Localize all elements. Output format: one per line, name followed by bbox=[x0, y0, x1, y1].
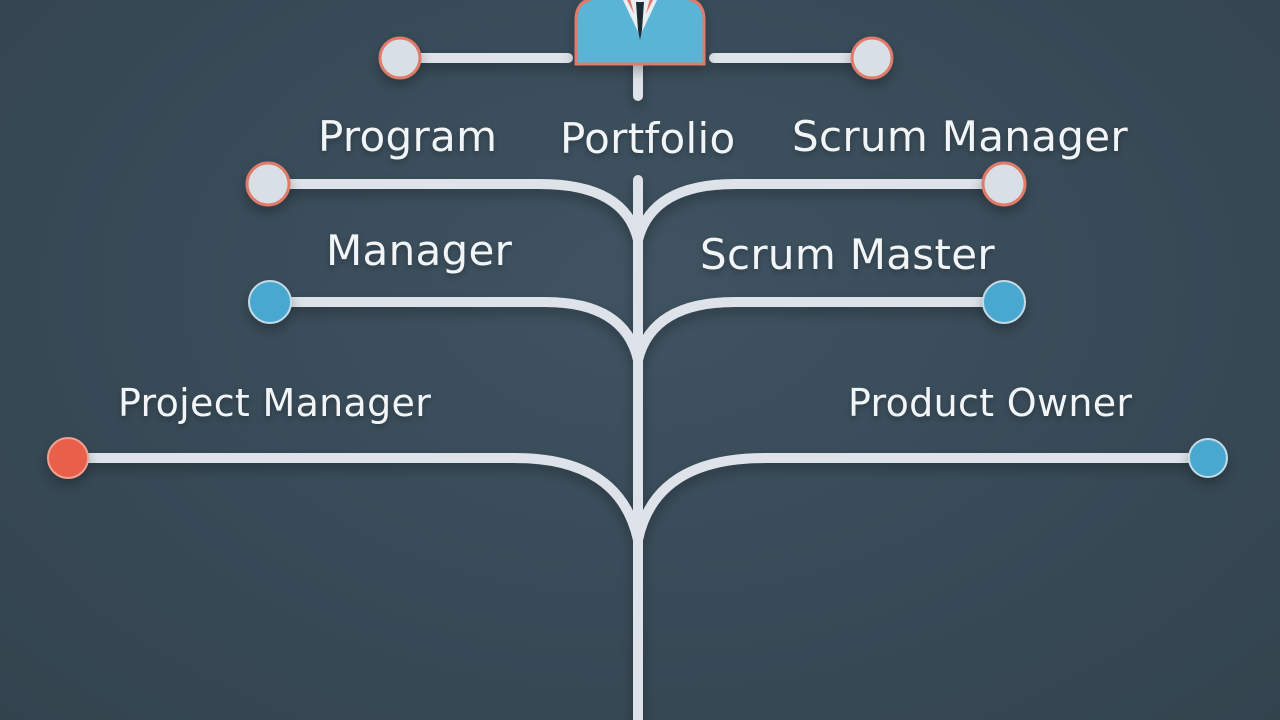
branch-product-owner bbox=[633, 453, 1195, 545]
node-manager bbox=[248, 280, 292, 324]
person-with-tie-icon bbox=[574, 0, 706, 66]
branch-scrum-master bbox=[633, 297, 990, 365]
node-scrum-manager bbox=[981, 161, 1027, 207]
label-product-owner: Product Owner bbox=[848, 381, 1133, 425]
node-product-owner bbox=[1188, 438, 1228, 478]
label-scrum-master: Scrum Master bbox=[700, 230, 995, 279]
node-top-right bbox=[850, 36, 894, 80]
branch-manager bbox=[287, 297, 643, 365]
label-manager: Manager bbox=[326, 226, 513, 275]
label-program: Program bbox=[318, 112, 498, 161]
node-project-manager bbox=[47, 437, 89, 479]
label-project-manager: Project Manager bbox=[118, 381, 432, 425]
branch-scrum-manager bbox=[633, 179, 990, 245]
node-top-left bbox=[378, 36, 422, 80]
label-portfolio: Portfolio bbox=[560, 114, 736, 163]
node-program bbox=[245, 161, 291, 207]
branch-project-manager bbox=[83, 453, 643, 545]
label-scrum-manager: Scrum Manager bbox=[792, 112, 1128, 161]
node-scrum-master bbox=[982, 280, 1026, 324]
branch-program-manager bbox=[283, 179, 643, 245]
